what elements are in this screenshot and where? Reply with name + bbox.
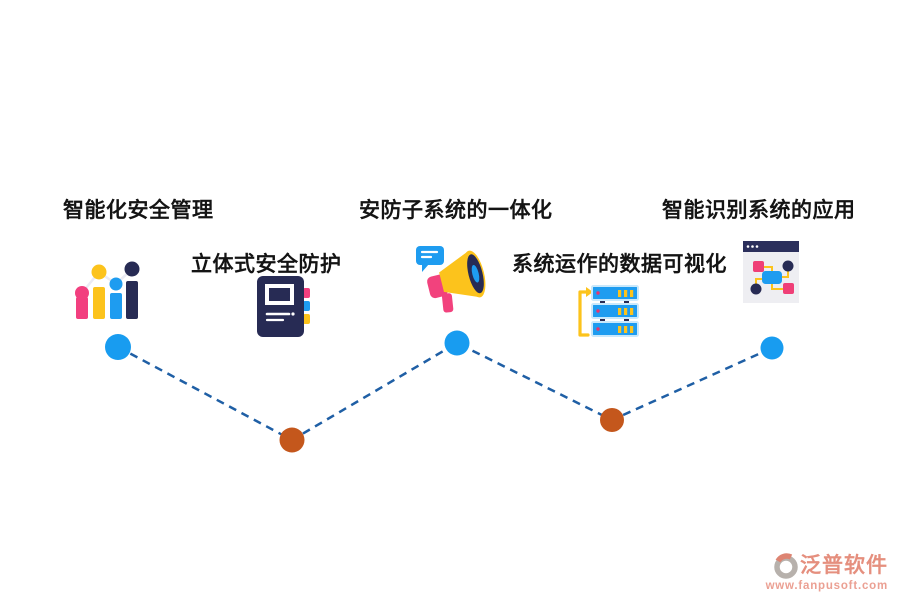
watermark-url: www.fanpusoft.com	[765, 579, 888, 592]
megaphone-icon	[416, 246, 486, 313]
node-dot	[444, 330, 470, 356]
browser-flowchart-icon	[743, 241, 799, 303]
stage-label-2: 立体式安全防护	[191, 253, 342, 276]
stage-label-1: 智能化安全管理	[63, 199, 214, 222]
node-dot	[600, 408, 624, 432]
server-rack-icon	[578, 285, 639, 337]
stage-label-5: 智能识别系统的应用	[662, 199, 856, 222]
node-dot	[105, 334, 131, 360]
stage-label-3: 安防子系统的一体化	[359, 199, 553, 222]
fanpu-logo-icon	[774, 552, 798, 579]
dashed-line	[117, 341, 773, 442]
notebook-icon	[257, 276, 310, 337]
bar-chart-icon	[75, 261, 140, 319]
stage-label-4: 系统运作的数据可视化	[512, 253, 727, 276]
watermark: 泛普软件 www.fanpusoft.com	[766, 552, 888, 593]
node-dot	[279, 427, 305, 453]
watermark-brand: 泛普软件	[800, 553, 888, 577]
node-dot	[760, 336, 784, 360]
